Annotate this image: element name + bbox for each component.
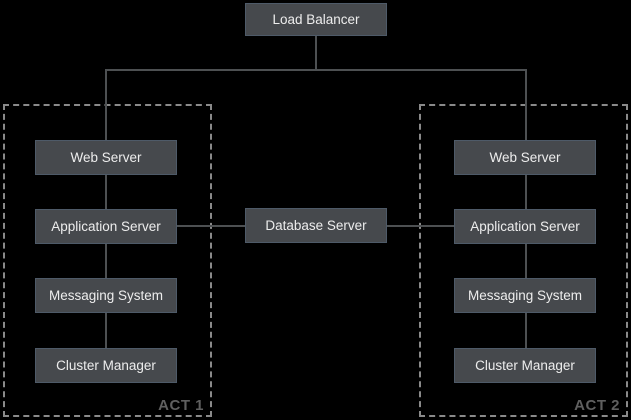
edge-act1-webserver-appserver bbox=[105, 175, 107, 209]
cluster-act2: ACT 2 bbox=[419, 104, 628, 417]
edge-branch-to-act1-webserver bbox=[105, 69, 107, 140]
node-act1-web-server: Web Server bbox=[35, 140, 177, 175]
node-act2-cluster-manager: Cluster Manager bbox=[454, 348, 596, 383]
edge-act2-messaging-clustermanager bbox=[525, 313, 527, 348]
edge-act2-webserver-appserver bbox=[525, 175, 527, 209]
node-act2-web-server: Web Server bbox=[454, 140, 596, 175]
edge-branch-horizontal bbox=[105, 69, 527, 71]
edge-loadbalancer-stem bbox=[315, 34, 317, 71]
node-database-server: Database Server bbox=[245, 208, 387, 243]
node-act2-messaging-system: Messaging System bbox=[454, 278, 596, 313]
node-act1-messaging-system: Messaging System bbox=[35, 278, 177, 313]
cluster-act1: ACT 1 bbox=[3, 104, 212, 417]
node-load-balancer: Load Balancer bbox=[245, 3, 387, 36]
edge-act1-appserver-messaging bbox=[105, 244, 107, 278]
cluster-act2-label: ACT 2 bbox=[574, 397, 620, 414]
edge-act1-appserver-database bbox=[177, 225, 245, 227]
node-act1-cluster-manager: Cluster Manager bbox=[35, 348, 177, 383]
cluster-act1-label: ACT 1 bbox=[158, 397, 204, 414]
edge-act2-appserver-messaging bbox=[525, 244, 527, 278]
edge-branch-to-act2-webserver bbox=[525, 69, 527, 140]
node-act1-application-server: Application Server bbox=[35, 209, 177, 244]
edge-act1-messaging-clustermanager bbox=[105, 313, 107, 348]
node-act2-application-server: Application Server bbox=[454, 209, 596, 244]
edge-database-act2-appserver bbox=[387, 225, 454, 227]
